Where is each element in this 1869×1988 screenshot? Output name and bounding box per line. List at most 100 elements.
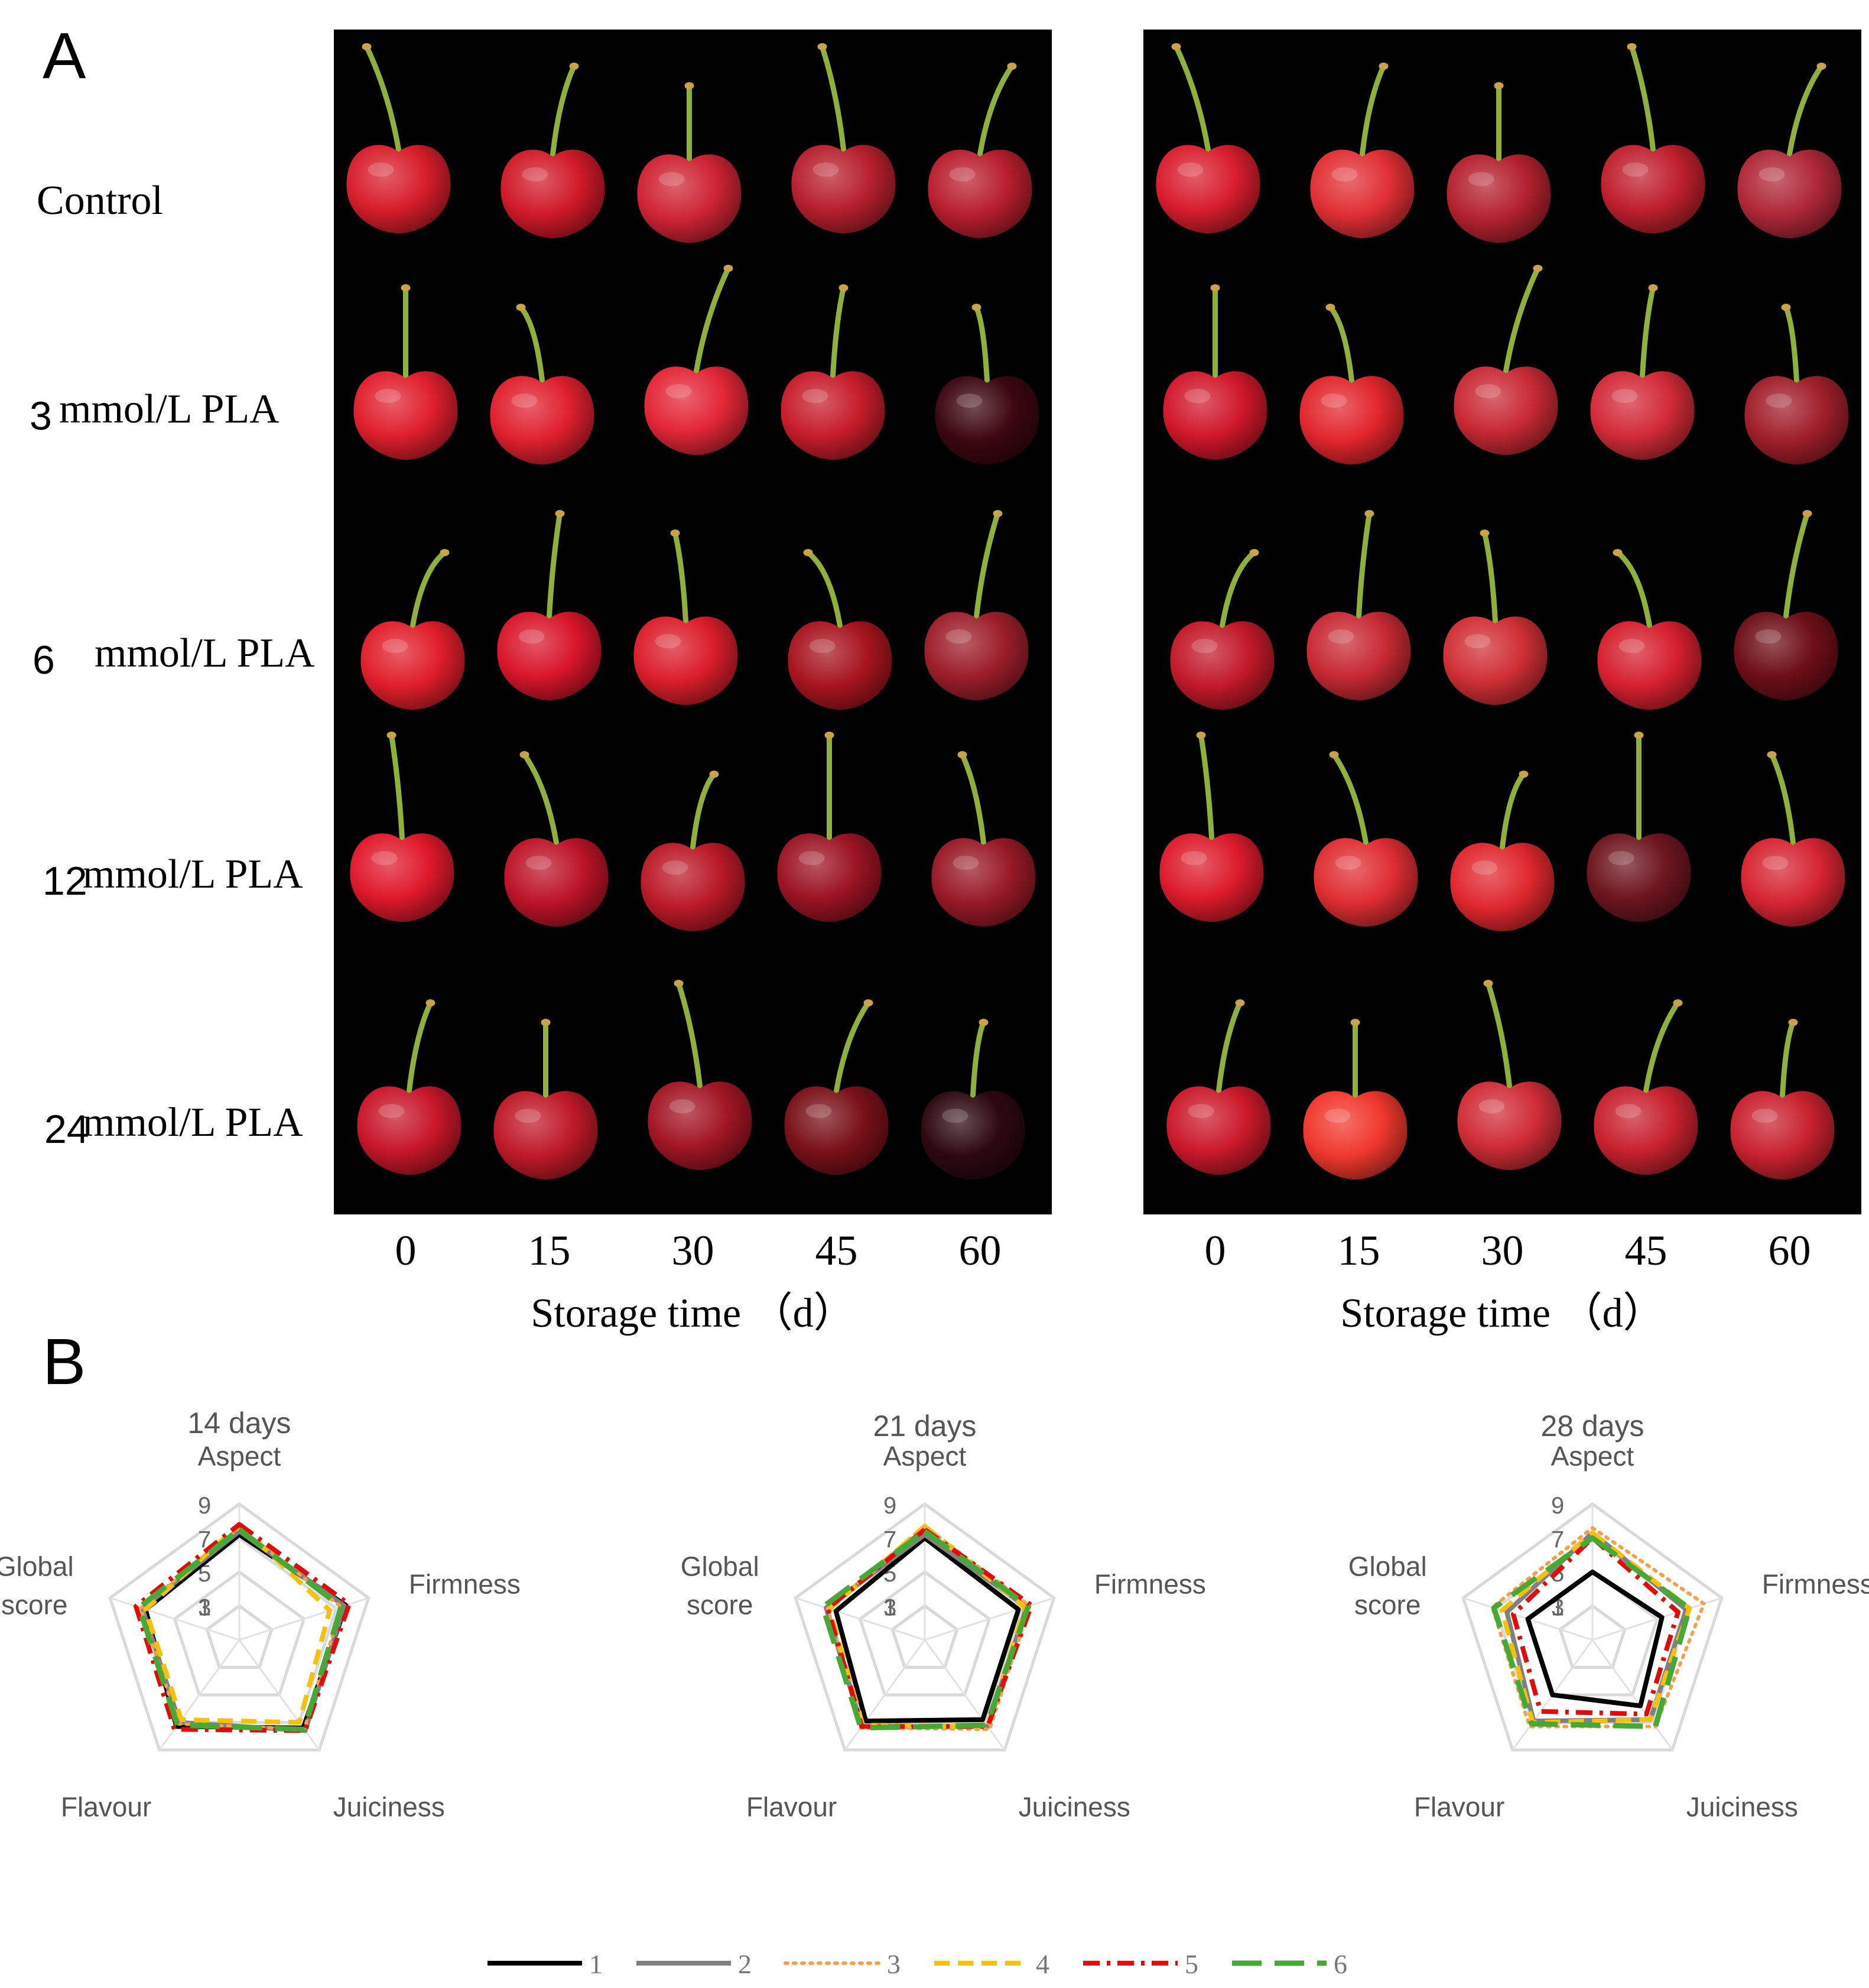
stem-tip	[824, 732, 834, 739]
cherry-photo	[1166, 999, 1271, 1175]
stem-tip	[1171, 43, 1181, 50]
stem-tip	[674, 980, 684, 987]
cherry-photo	[1744, 304, 1849, 464]
stem-tip	[993, 510, 1003, 517]
cherry-photo	[357, 999, 461, 1175]
cherry-stem	[1482, 530, 1498, 624]
cherry-body	[357, 1086, 461, 1175]
stem-tip	[1350, 1019, 1360, 1026]
cherry-body	[1457, 1081, 1562, 1170]
cherry-photo	[1443, 530, 1548, 705]
panel-a-label: A	[43, 20, 86, 92]
stem-tip	[1007, 63, 1017, 70]
cherry-photo	[788, 549, 892, 710]
cherry-body	[641, 843, 745, 931]
cherry-photo	[350, 732, 454, 922]
radar-title: 21 days	[873, 1409, 976, 1443]
stem-tip	[723, 265, 733, 272]
radar-axis-label: Firmness	[409, 1569, 521, 1600]
cherry-stem	[1615, 550, 1652, 629]
cherry-highlight	[1331, 167, 1358, 181]
cherry-highlight	[665, 384, 692, 398]
legend-label: 4	[1036, 1949, 1049, 1979]
cherry-stem	[672, 530, 688, 624]
radar-spoke	[795, 1597, 925, 1641]
cherry-highlight	[1324, 1109, 1351, 1123]
stem-tip	[863, 999, 873, 1006]
cherry-body	[935, 376, 1039, 464]
stem-tip	[440, 549, 450, 556]
cherry-highlight	[956, 394, 983, 408]
cherry-highlight	[658, 172, 685, 186]
cherry-photo	[1587, 732, 1691, 922]
cherry-highlight	[1755, 629, 1782, 644]
radar-grid-ring	[205, 1604, 274, 1669]
cherry-body	[493, 1091, 598, 1180]
radar-tick-label: 3	[883, 1595, 896, 1621]
radar-tick-label: 1	[198, 1595, 211, 1621]
cherry-body	[1590, 371, 1695, 460]
stem-tip	[516, 304, 526, 311]
cherry-photo	[1303, 1019, 1408, 1180]
row-label-number: 6	[32, 638, 55, 683]
cherry-stem	[1503, 265, 1540, 374]
cherry-photo	[1447, 82, 1551, 243]
cherry-stem	[522, 752, 559, 846]
cherry-body	[1299, 376, 1404, 464]
cherry-photo	[1457, 980, 1562, 1170]
cherry-photo	[1730, 1019, 1835, 1180]
stem-tip	[1673, 999, 1683, 1006]
cherry-highlight	[1464, 634, 1491, 648]
cherry-photo	[1597, 549, 1702, 710]
cherry-stem	[1783, 304, 1799, 384]
storage-time-tick: 45	[1625, 1227, 1668, 1274]
cherry-highlight	[375, 389, 401, 403]
cherry-photo-panel-left	[334, 30, 1052, 1214]
cherry-body	[500, 150, 605, 238]
cherry-body	[633, 616, 738, 705]
radar-series-1	[1525, 1570, 1665, 1708]
stem-tip	[1613, 549, 1623, 556]
cherry-stem	[690, 771, 717, 850]
radar-grid-ring	[1461, 1502, 1724, 1752]
stem-tip	[838, 284, 849, 291]
radar-chart-14-days: 14 days97531AspectFirmnessJuicinessFlavo…	[0, 1406, 521, 1822]
cherry-highlight	[1478, 1099, 1505, 1113]
cherry-body	[346, 145, 451, 233]
stem-tip	[1249, 549, 1259, 556]
cherry-body	[1594, 1086, 1698, 1175]
cherry-body	[1306, 612, 1411, 700]
stem-tip	[1494, 82, 1504, 89]
cherry-body	[1587, 833, 1691, 922]
cherry-body	[490, 376, 594, 464]
cherry-body	[360, 621, 465, 710]
row-label-text: mmol/L PLA	[83, 1100, 303, 1145]
cherry-stem	[1500, 771, 1526, 850]
radar-tick-label: 9	[198, 1493, 211, 1519]
cherry-stem	[1220, 550, 1257, 629]
radar-series-6	[1491, 1535, 1692, 1729]
cherry-body	[504, 838, 609, 927]
cherry-body	[1303, 1091, 1408, 1180]
cherry-stem	[518, 304, 545, 384]
cherry-stem	[960, 752, 986, 846]
radar-spoke	[924, 1597, 1055, 1641]
cherry-body	[1597, 621, 1702, 710]
cherry-body	[1443, 616, 1548, 705]
stem-tip	[670, 530, 680, 537]
cherry-highlight	[1762, 856, 1789, 870]
cherry-highlight	[1191, 639, 1218, 653]
cherry-highlight	[1608, 851, 1634, 865]
cherry-stem	[1629, 44, 1656, 152]
cherry-highlight	[798, 851, 825, 865]
stem-tip	[1364, 510, 1374, 517]
cherry-photo	[641, 771, 745, 931]
radar-axis-label: score	[687, 1590, 753, 1620]
radar-tick-label: 7	[198, 1527, 211, 1553]
cherry-stem	[1174, 44, 1211, 152]
stem-tip	[1325, 304, 1335, 311]
cherry-highlight	[1335, 856, 1361, 870]
cherry-stem	[364, 44, 401, 152]
cherry-highlight	[371, 851, 398, 865]
cherry-body	[924, 612, 1029, 700]
